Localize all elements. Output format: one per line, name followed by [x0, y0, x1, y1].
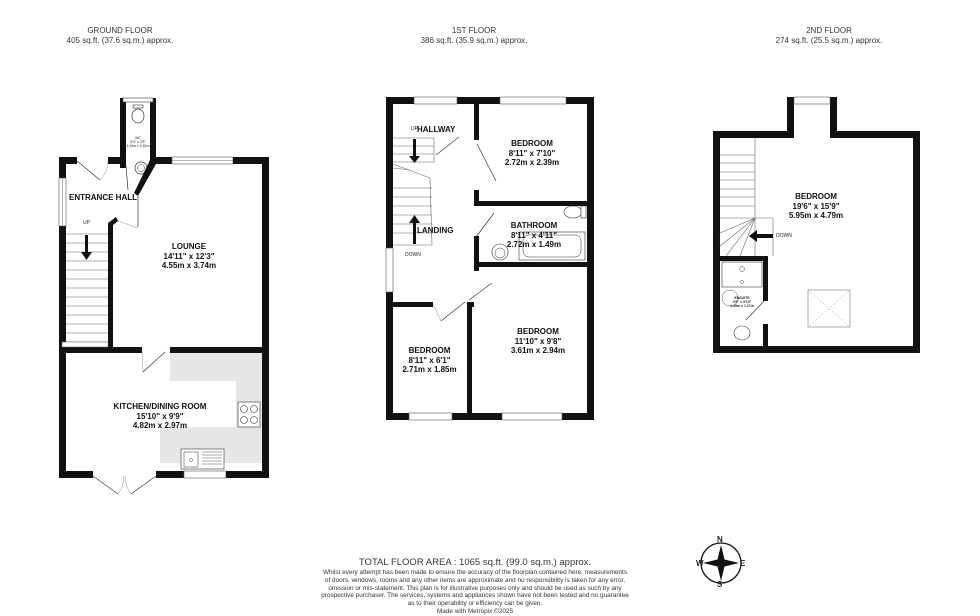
floor-area: 405 sq.ft. (37.6 sq.m.) approx.: [66, 36, 174, 45]
room-dimensions-imperial: 8'11" x 7'10": [508, 148, 556, 158]
room-dimensions-metric: 1.45m x 1.17m: [730, 304, 754, 308]
credit-line: Made with Metropix ©2025: [436, 607, 514, 615]
room-name: BATHROOM: [510, 221, 558, 230]
room-dimensions-metric: 2.72m x 1.49m: [506, 240, 562, 249]
disclaimer-line: omission or mis-statement. This plan is …: [328, 584, 622, 592]
room-name: BEDROOM: [795, 192, 837, 201]
room-entrance-hall: ENTRANCE HALL: [69, 193, 137, 203]
room-dimensions-imperial: 6'4" x 2'8": [130, 140, 146, 144]
room-dimensions-imperial: 4'9" x 3'10": [732, 300, 752, 304]
room-bedroom-small: BEDROOM 8'11" x 6'1" 2.71m x 1.85m: [392, 346, 467, 375]
stair-up-label: UP: [411, 126, 418, 132]
room-name: ENTRANCE HALL: [69, 193, 137, 202]
room-lounge: LOUNGE 14'11" x 12'3" 4.55m x 3.74m: [129, 242, 249, 271]
footer: TOTAL FLOOR AREA : 1065 sq.ft. (99.0 sq.…: [265, 557, 685, 616]
room-name: BEDROOM: [511, 139, 553, 148]
room-dimensions-imperial: 8'11" x 4'11": [510, 230, 558, 240]
stair-down-label: DOWN: [405, 252, 421, 258]
first-floor-header: 1ST FLOOR 386 sq.ft. (35.9 sq.m.) approx…: [374, 26, 574, 46]
room-dimensions-imperial: 15'10" x 9'9": [136, 411, 184, 421]
floor-title: GROUND FLOOR: [87, 26, 153, 35]
room-hallway: HALLWAY: [417, 125, 455, 135]
disclaimer-line: of doors, windows, rooms and any other i…: [324, 576, 626, 584]
room-dimensions-imperial: 8'11" x 6'1": [408, 355, 451, 365]
room-name: LANDING: [417, 226, 454, 235]
room-name: BEDROOM: [517, 327, 559, 336]
room-wc: WC 6'4" x 2'8" 1.94m x 0.81m: [126, 136, 150, 148]
room-dimensions-imperial: 14'11" x 12'3": [163, 251, 215, 261]
room-name: HALLWAY: [417, 125, 456, 134]
room-name: BEDROOM: [408, 346, 451, 355]
compass-east-label: E: [740, 559, 746, 568]
second-floor-plan: [713, 96, 920, 353]
first-floor-plan: [385, 96, 594, 421]
compass-south-label: S: [717, 580, 723, 589]
floor-area: 274 sq.ft. (25.5 sq.m.) approx.: [775, 36, 883, 45]
room-dimensions-metric: 3.61m x 2.94m: [510, 346, 566, 355]
ground-floor-header: GROUND FLOOR 405 sq.ft. (37.6 sq.m.) app…: [20, 26, 220, 46]
disclaimer-line: as to their operability or efficiency ca…: [407, 600, 543, 608]
ground-floor-plan: [58, 97, 269, 495]
room-dimensions-metric: 5.95m x 4.79m: [788, 211, 844, 220]
room-bedroom-loft: BEDROOM 19'6" x 15'9" 5.95m x 4.79m: [766, 192, 866, 221]
room-dimensions-metric: 4.55m x 3.74m: [161, 261, 217, 270]
second-floor-header: 2ND FLOOR 274 sq.ft. (25.5 sq.m.) approx…: [729, 26, 929, 46]
room-landing: LANDING: [417, 226, 453, 236]
room-bedroom-rear: BEDROOM 11'10" x 9'8" 3.61m x 2.94m: [488, 327, 588, 356]
room-dimensions-imperial: 11'10" x 9'8": [514, 336, 562, 346]
room-dimensions-metric: 1.94m x 0.81m: [126, 144, 150, 148]
disclaimer-line: prospective purchaser. The services, sys…: [321, 592, 629, 600]
stair-up-label: UP: [83, 220, 90, 226]
room-ensuite: ENSUITE 4'9" x 3'10" 1.45m x 1.17m: [720, 296, 764, 308]
compass-icon: [700, 542, 742, 584]
compass-north-label: N: [717, 535, 723, 544]
disclaimer-line: Whilst every attempt has been made to en…: [322, 569, 628, 576]
floor-title: 1ST FLOOR: [451, 26, 497, 35]
room-bathroom: BATHROOM 8'11" x 4'11" 2.72m x 1.49m: [489, 221, 579, 250]
room-kitchen-dining: KITCHEN/DINING ROOM 15'10" x 9'9" 4.82m …: [100, 402, 220, 431]
stair-down-label: DOWN: [776, 233, 792, 239]
room-dimensions-imperial: 19'6" x 15'9": [792, 201, 840, 211]
room-dimensions-metric: 2.72m x 2.39m: [504, 158, 560, 167]
room-name: ENSUITE: [734, 296, 750, 300]
room-bedroom-front: BEDROOM 8'11" x 7'10" 2.72m x 2.39m: [487, 139, 577, 168]
room-dimensions-metric: 4.82m x 2.97m: [132, 421, 188, 430]
floor-area: 386 sq.ft. (35.9 sq.m.) approx.: [420, 36, 528, 45]
room-name: WC: [135, 136, 141, 140]
room-name: LOUNGE: [171, 242, 207, 251]
compass-west-label: W: [696, 559, 704, 568]
floor-title: 2ND FLOOR: [806, 26, 852, 35]
room-name: KITCHEN/DINING ROOM: [113, 402, 207, 411]
total-floor-area: TOTAL FLOOR AREA : 1065 sq.ft. (99.0 sq.…: [358, 557, 592, 568]
room-dimensions-metric: 2.71m x 1.85m: [402, 365, 457, 374]
